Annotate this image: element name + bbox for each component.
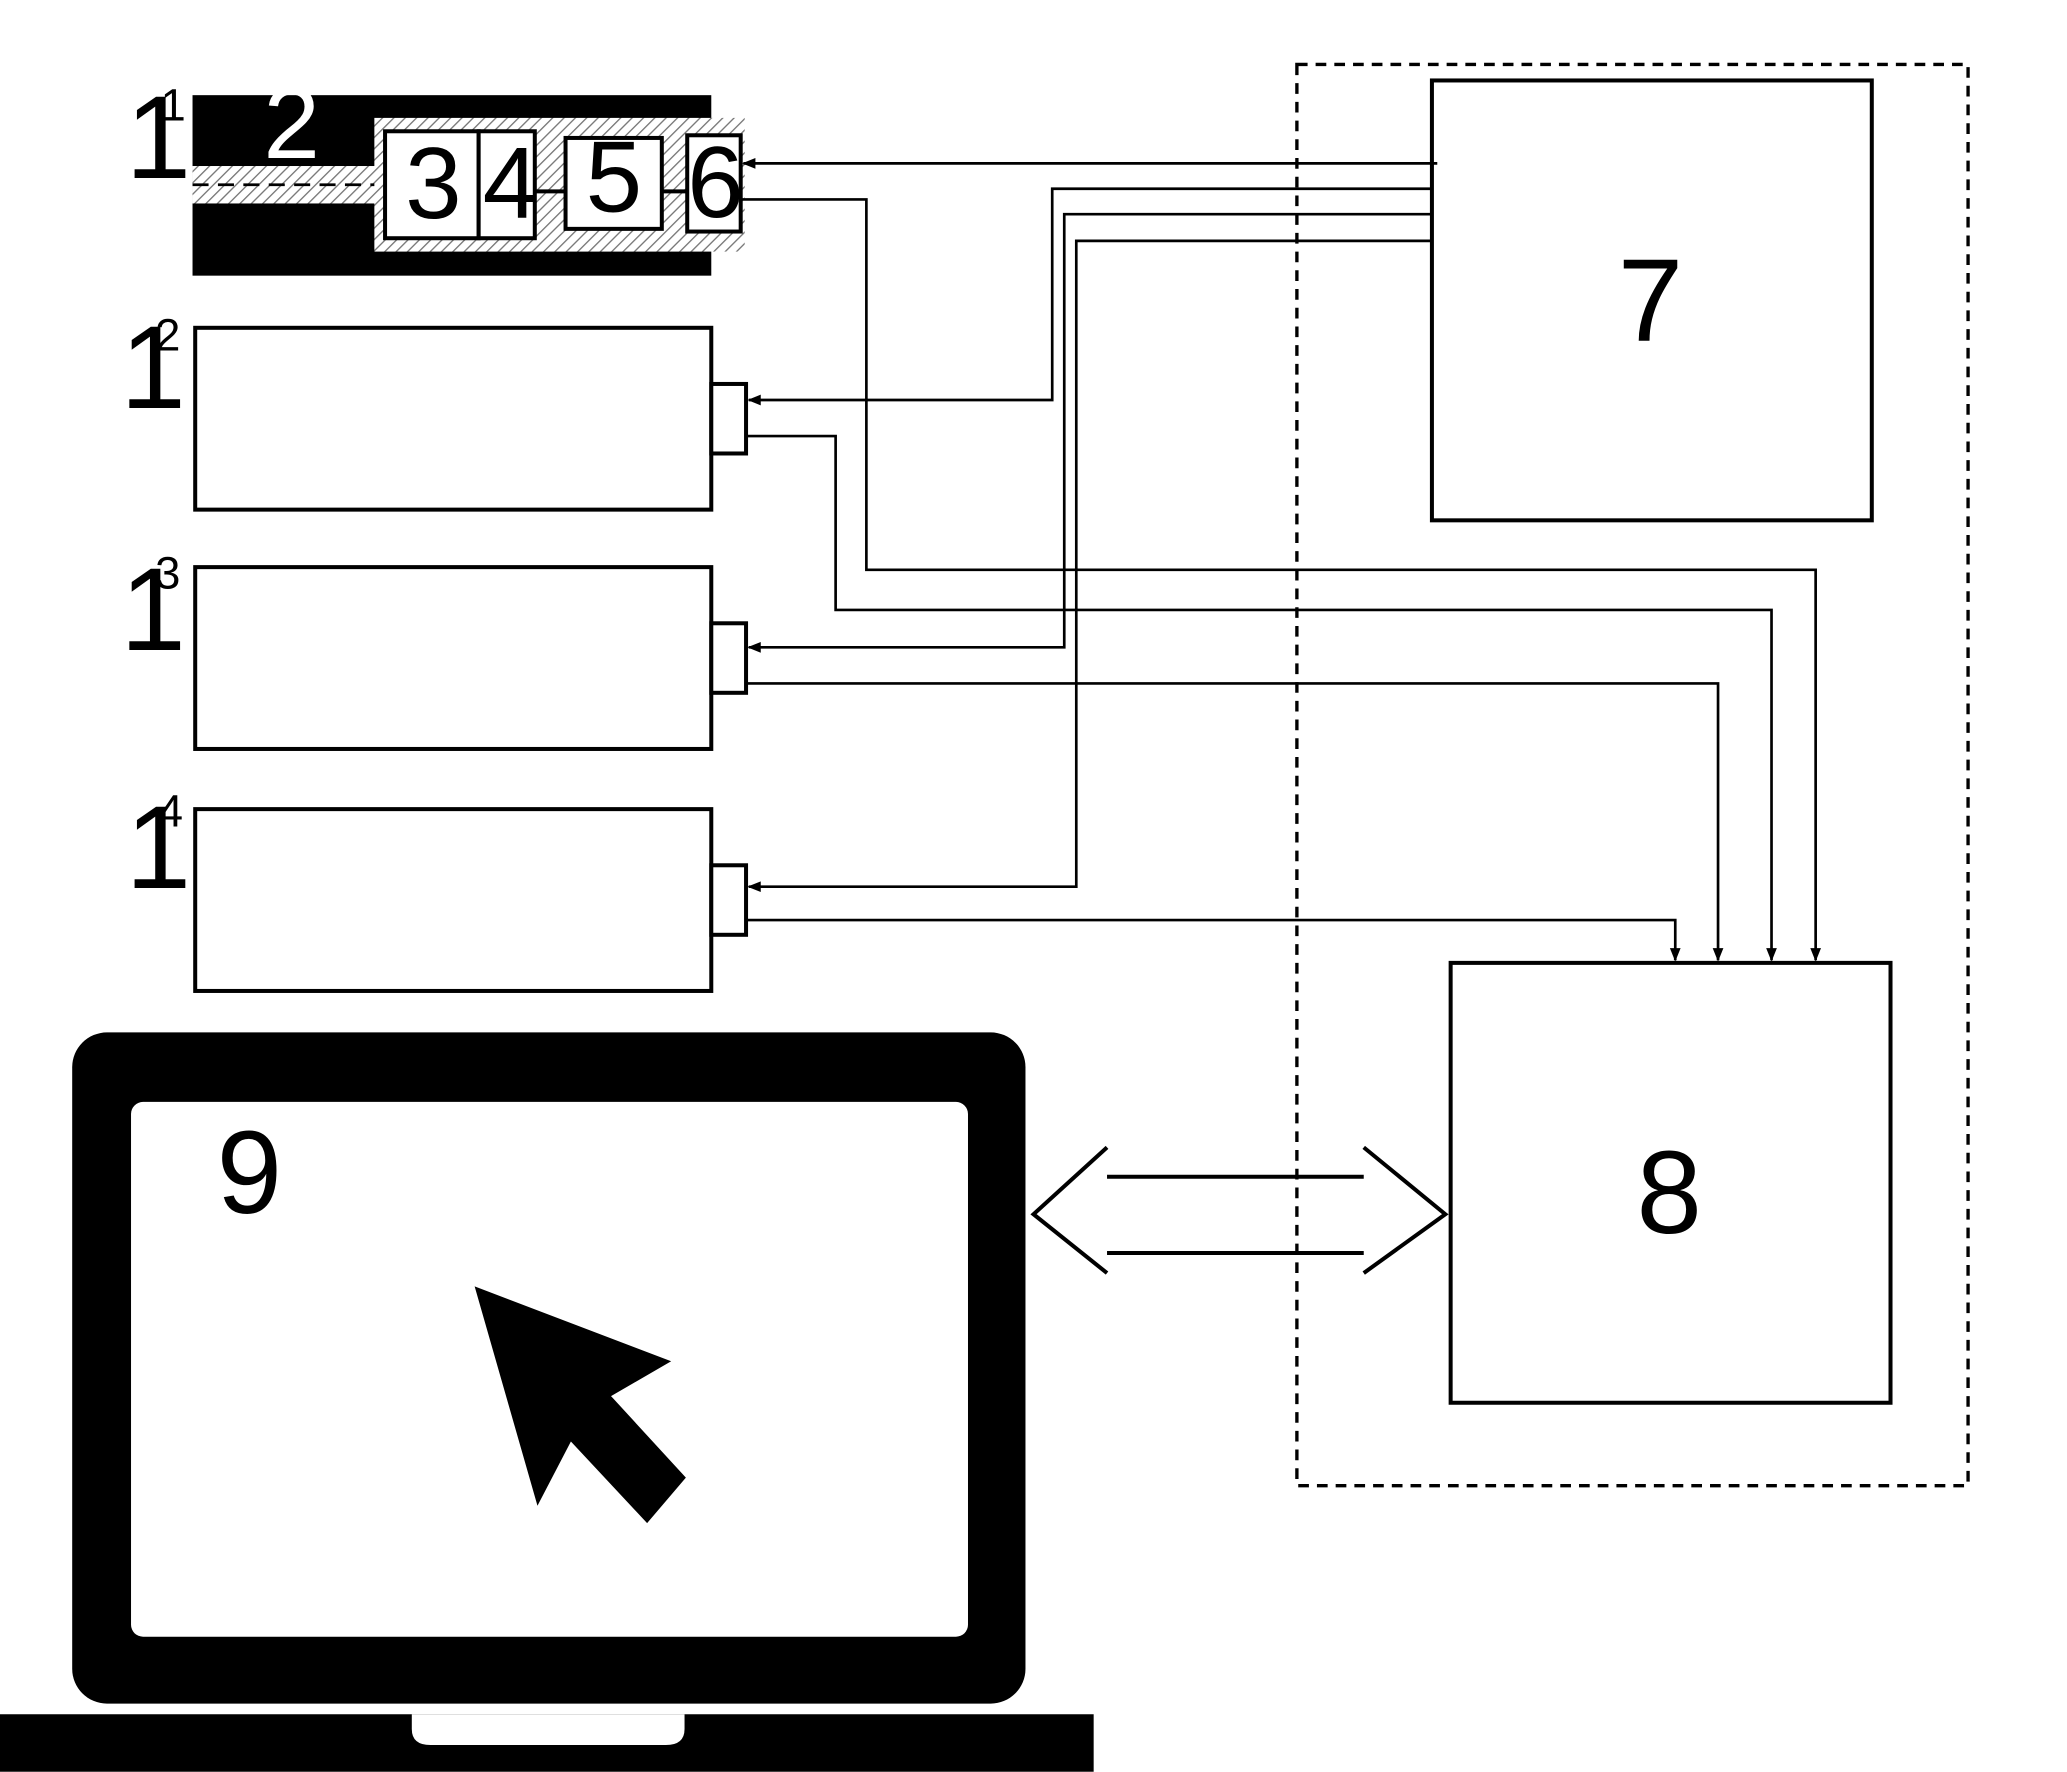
sensor-4-port	[709, 863, 749, 937]
cursor-arrow-icon	[474, 1286, 686, 1524]
wire-sensor-1-to-8	[740, 198, 1821, 962]
block-8	[1448, 960, 1893, 1405]
wire-7-to-sensor-2	[747, 187, 1432, 406]
element-5-box	[563, 135, 664, 231]
element-3-label: 3	[405, 126, 462, 240]
sensor-2-label-sup: 2	[155, 310, 180, 361]
sensor-4-box	[193, 807, 714, 993]
block-8-label: 8	[1636, 1126, 1701, 1258]
sensor-4-label-sup: 4	[158, 786, 183, 837]
sensor-3-port	[709, 621, 749, 695]
sensor-3-box	[193, 565, 714, 751]
sensor-1-label: 1	[126, 71, 191, 203]
block-7-label: 7	[1618, 234, 1683, 366]
element-5-label: 5	[586, 119, 643, 233]
sensor-2-port	[709, 381, 749, 456]
sensor-1-label-base: 1	[126, 71, 191, 203]
sensor-3-label: 1	[120, 543, 185, 675]
laptop-computer: 9	[0, 1032, 1094, 1772]
element-6-box	[685, 133, 743, 234]
connections-7-to-sensors	[742, 158, 1438, 893]
sensor-2-box	[193, 325, 714, 512]
sensor-1: 2 3 4 5 6	[192, 66, 745, 276]
wire-sensor-3-to-8	[746, 682, 1724, 962]
laptop-touchpad-notch	[411, 1714, 685, 1746]
wire-sensor-4-to-8	[746, 918, 1681, 962]
sensor-3-label-sup: 3	[155, 548, 180, 599]
element-6-label: 6	[687, 125, 744, 239]
computer-label: 9	[217, 1106, 282, 1238]
sensor-2-label: 1	[120, 301, 185, 433]
element-4-label: 4	[483, 126, 540, 240]
wire-sensor-2-to-8	[746, 434, 1777, 962]
sensor-1-label-sup: 1	[160, 80, 185, 131]
element-4-box	[476, 129, 537, 241]
block-7	[1429, 78, 1874, 523]
wire-7-to-sensor-3	[747, 212, 1432, 653]
fiber-label: 2	[263, 66, 320, 180]
bidirectional-link-arrow	[1030, 1145, 1449, 1275]
wire-7-to-sensor-4	[747, 239, 1432, 893]
sensor-4-label: 1	[126, 781, 191, 913]
connections-sensors-to-8	[740, 198, 1821, 962]
